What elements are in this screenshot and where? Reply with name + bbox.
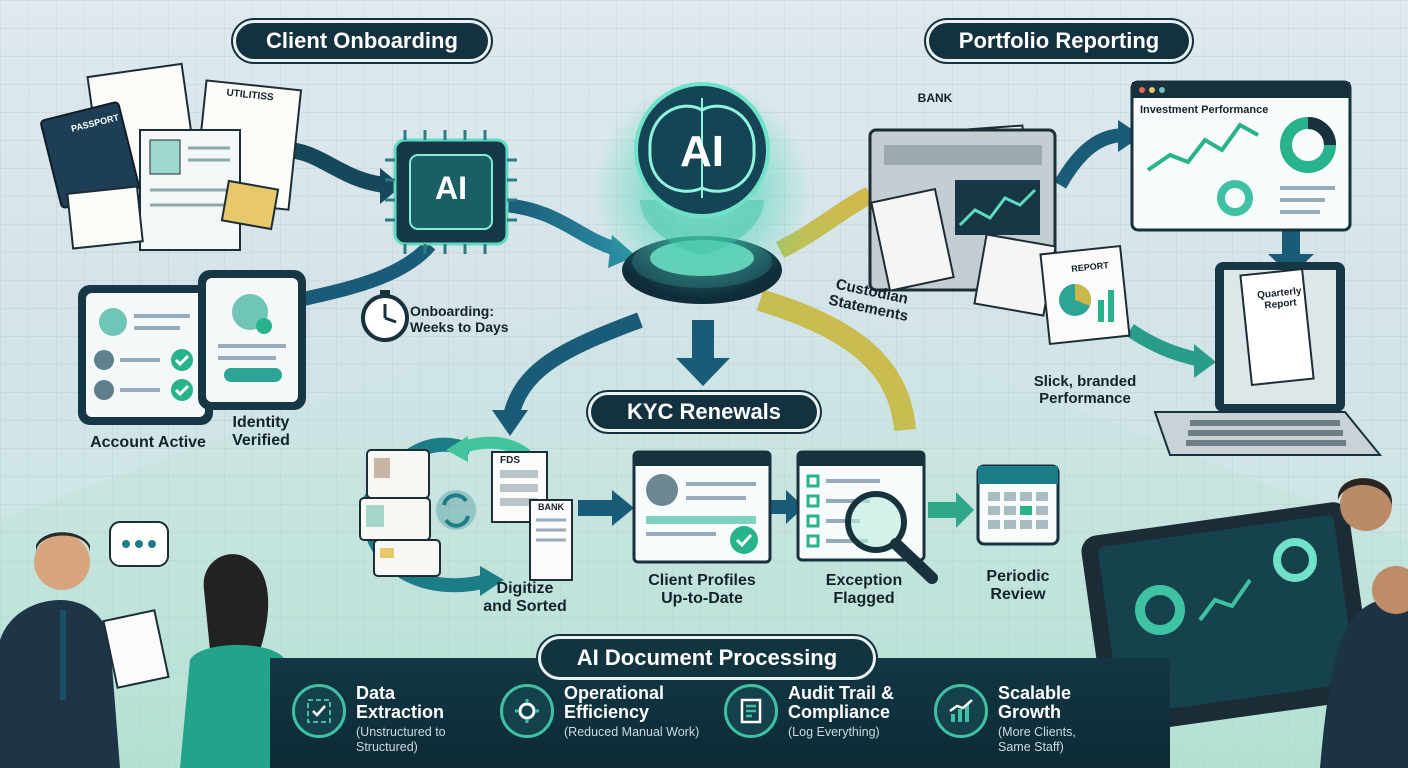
ai-hub-label: AI [680,127,724,176]
bank-label: BANK [917,91,953,105]
benefit-operational-efficiency: Operational Efficiency (Reduced Manual W… [500,683,700,740]
ai-document-processing-title: AI Document Processing [538,636,876,680]
benefit-title: Scalable Growth [998,683,1072,723]
laptop-report [1153,262,1383,456]
gear-icon [500,684,554,738]
digitize-sorted-label: Digitize and Sorted [483,580,567,615]
hub-to-exception-arrow [756,289,916,432]
client-onboarding-title: Client Onboarding [233,20,491,62]
printer-to-dashboard-arrow [1053,128,1126,189]
periodic-review-label: Periodic Review [986,568,1050,603]
magnifier-icon [845,491,938,584]
advisor-and-client [0,521,290,768]
fds-doc-header: FDS [500,455,520,466]
kyc-renewals-title: KYC Renewals [588,392,820,432]
benefit-subtitle: (Unstructured to Structured) [356,724,446,754]
statement-processor [868,124,1131,346]
investment-dashboard [1130,80,1352,232]
growth-chart-icon [934,684,988,738]
portfolio-reporting-title: Portfolio Reporting [926,20,1192,62]
identity-verified-label: Identity Verified [232,414,290,449]
stopwatch-icon [361,290,409,342]
kyc-bank-label: BANK [538,502,564,512]
onboarding-documents [40,62,303,251]
benefit-title: Data Extraction [356,683,445,723]
slick-branded-label: Slick, branded Performance [1033,373,1137,407]
tablet-account-active [78,285,213,425]
onboarding-timer-text: Onboarding: Weeks to Days [410,303,509,335]
ai-chip [385,130,517,254]
kyc-id-documents [359,449,573,581]
benefit-subtitle: (Reduced Manual Work) [564,724,700,739]
report-to-laptop-arrow [1126,324,1202,367]
benefit-title: Audit Trail & Compliance [788,683,895,723]
analyst-touchscreen [1081,478,1408,768]
investment-performance-label: Investment Performance [1140,104,1269,116]
hub-down-arrow [692,320,714,360]
docs-to-chip-arrow [284,142,387,193]
chip-to-tablet-arrow [298,240,436,307]
exception-to-review-arrow [928,502,958,518]
ai-chip-label: AI [435,170,467,206]
digitize-to-profiles-arrow [578,500,614,516]
client-profile-window [632,450,772,564]
checklist-icon [724,684,778,738]
benefit-scalable-growth: Scalable Growth (More Clients, Same Staf… [934,683,1076,755]
account-active-label: Account Active [90,434,206,451]
dashboard-to-laptop-arrow [1282,228,1300,256]
benefit-subtitle: (Log Everything) [788,724,880,739]
benefit-data-extraction: Data Extraction (Unstructured to Structu… [292,683,446,755]
tablet-identity-verified [198,270,306,410]
data-extraction-icon [292,684,346,738]
benefit-subtitle: (More Clients, Same Staff) [998,724,1076,754]
hub-to-kyc-arrow [502,312,643,422]
exception-flagged-label: Exception Flagged [825,572,903,607]
benefit-title: Operational Efficiency [564,683,665,723]
client-profiles-label: Client Profiles Up-to-Date [648,572,756,607]
calendar-icon [976,464,1060,546]
benefit-audit-trail: Audit Trail & Compliance (Log Everything… [724,683,895,740]
